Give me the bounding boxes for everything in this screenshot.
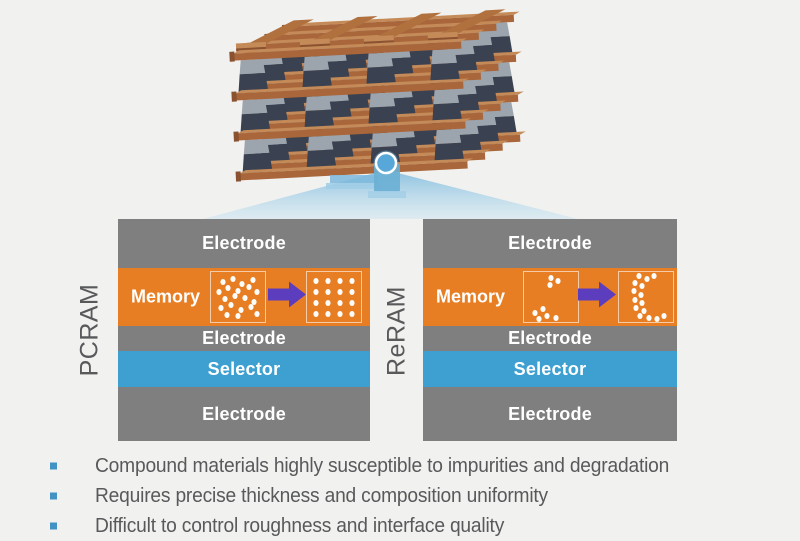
crystalline-dots bbox=[313, 278, 355, 317]
reram-stack-diagram: Electrode Memory Electrode Selector Elec… bbox=[423, 219, 677, 441]
layer-label: Electrode bbox=[508, 328, 592, 348]
layer-label: Electrode bbox=[202, 403, 286, 424]
reram-memory-layer: Memory bbox=[423, 268, 677, 326]
bullet-square-icon bbox=[50, 492, 57, 500]
pcram-stack-title: PCRAM bbox=[75, 283, 104, 377]
pcram-stack-diagram: Electrode Memory Electrode Selector Elec… bbox=[118, 219, 370, 441]
pcram-middle-electrode-layer: Electrode bbox=[118, 326, 370, 351]
layer-label: Selector bbox=[513, 358, 587, 379]
crossbar-array-illustration bbox=[203, 9, 578, 219]
layer-label: Memory bbox=[436, 286, 506, 307]
reram-stack-title: ReRAM bbox=[382, 285, 411, 377]
layer-label: Electrode bbox=[508, 403, 592, 424]
layer-label: Memory bbox=[131, 286, 201, 307]
conductive-filament-dots bbox=[631, 273, 667, 322]
bullet-text: Compound materials highly susceptible to… bbox=[95, 454, 670, 477]
reram-dissolved-filament-state-box bbox=[523, 271, 579, 323]
layer-label: Electrode bbox=[508, 233, 592, 253]
transition-arrow-icon bbox=[578, 281, 616, 313]
list-item: Difficult to control roughness and inter… bbox=[0, 511, 800, 541]
transition-arrow-icon bbox=[268, 281, 306, 313]
layer-label: Selector bbox=[207, 358, 281, 379]
list-item: Requires precise thickness and compositi… bbox=[0, 481, 800, 511]
pcram-selector-layer: Selector bbox=[118, 351, 370, 387]
list-item: Compound materials highly susceptible to… bbox=[0, 451, 800, 481]
pcram-top-electrode-layer: Electrode bbox=[118, 219, 370, 268]
reram-middle-electrode-layer: Electrode bbox=[423, 326, 677, 351]
reram-top-electrode-layer: Electrode bbox=[423, 219, 677, 268]
layer-label: Electrode bbox=[202, 328, 286, 348]
bullet-square-icon bbox=[50, 462, 57, 470]
pcram-crystalline-state-box bbox=[306, 271, 362, 323]
bullet-text: Difficult to control roughness and inter… bbox=[95, 514, 505, 537]
bullet-list: Compound materials highly susceptible to… bbox=[0, 451, 800, 541]
pcram-amorphous-state-box bbox=[210, 271, 266, 323]
bullet-text: Requires precise thickness and compositi… bbox=[95, 484, 548, 507]
amorphous-dots bbox=[216, 276, 260, 319]
reram-selector-layer: Selector bbox=[423, 351, 677, 387]
bullet-square-icon bbox=[50, 522, 57, 530]
pcram-memory-layer: Memory bbox=[118, 268, 370, 326]
pcram-bottom-electrode-layer: Electrode bbox=[118, 387, 370, 441]
reram-bottom-electrode-layer: Electrode bbox=[423, 387, 677, 441]
reram-formed-filament-state-box bbox=[618, 271, 674, 323]
layer-label: Electrode bbox=[202, 233, 286, 253]
dissolved-filament-dots bbox=[532, 275, 561, 322]
